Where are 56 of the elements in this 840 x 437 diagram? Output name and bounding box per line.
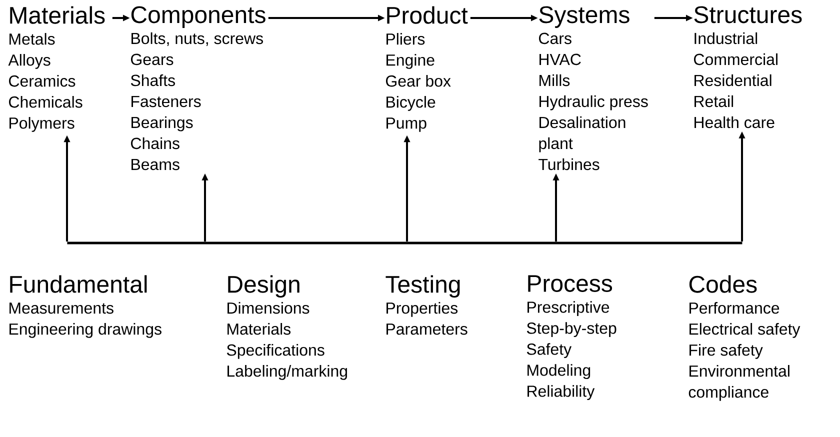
list-item: Bicycle <box>386 96 436 111</box>
list-item: Properties <box>386 302 458 317</box>
bus-line <box>67 242 742 244</box>
list-item: Step-by-step <box>526 322 616 338</box>
heading: Codes <box>689 275 757 293</box>
list-item: Bearings <box>132 116 193 132</box>
list-item: Engine <box>386 54 434 69</box>
list-item: Pliers <box>386 33 425 45</box>
heading: Fundamental <box>10 275 147 293</box>
heading: Components <box>131 6 266 28</box>
list-item: Commercial <box>694 53 778 66</box>
list-item: Pump <box>386 118 426 132</box>
list-item: Health care <box>694 116 774 128</box>
list-item: Electrical safety <box>690 323 800 338</box>
heading: Product <box>387 6 468 24</box>
list-item: Metals <box>10 33 55 45</box>
list-item: Fire safety <box>690 344 763 359</box>
list-item: Chains <box>131 137 180 150</box>
heading: Testing <box>386 275 460 298</box>
list-item: Specifications <box>226 344 324 359</box>
list-item: Residential <box>694 74 772 86</box>
list-item: HVAC <box>540 54 581 66</box>
list-item: Alloys <box>8 54 50 69</box>
list-item: Fasteners <box>132 96 201 108</box>
list-item: Polymers <box>10 117 74 132</box>
heading: Materials <box>10 6 105 24</box>
list-item: Measurements <box>10 302 114 314</box>
heading: Process <box>528 275 612 292</box>
list-item: Parameters <box>386 324 468 335</box>
list-item: Industrial <box>694 32 758 44</box>
list-item: Hydraulic press <box>540 95 648 110</box>
list-item: Bolts, nuts, screws <box>132 32 263 46</box>
list-item: Desalination plant <box>539 116 626 152</box>
heading: Design <box>228 275 300 298</box>
list-item: Gear box <box>386 75 451 87</box>
list-item: Reliability <box>528 385 595 400</box>
heading: Structures <box>694 6 802 24</box>
list-item: Environmental compliance <box>688 365 790 401</box>
list-item: Modeling <box>528 364 590 380</box>
list-item: Labeling/marking <box>228 365 347 380</box>
list-item: Ceramics <box>9 75 76 87</box>
list-item: Materials <box>228 323 291 335</box>
heading: Systems <box>539 6 630 28</box>
list-item: Engineering drawings <box>10 323 162 338</box>
list-item: Cars <box>539 32 572 44</box>
list-item: Chemicals <box>9 96 82 108</box>
list-item: Safety <box>526 343 572 358</box>
list-item: Performance <box>690 302 780 314</box>
list-item: Prescriptive <box>528 301 610 316</box>
list-item: Turbines <box>538 158 600 170</box>
list-item: Beams <box>132 158 180 170</box>
list-item: Mills <box>540 74 570 86</box>
list-item: Retail <box>694 95 734 108</box>
list-item: Gears <box>131 54 174 66</box>
list-item: Dimensions <box>228 302 310 314</box>
list-item: Shafts <box>130 74 175 86</box>
